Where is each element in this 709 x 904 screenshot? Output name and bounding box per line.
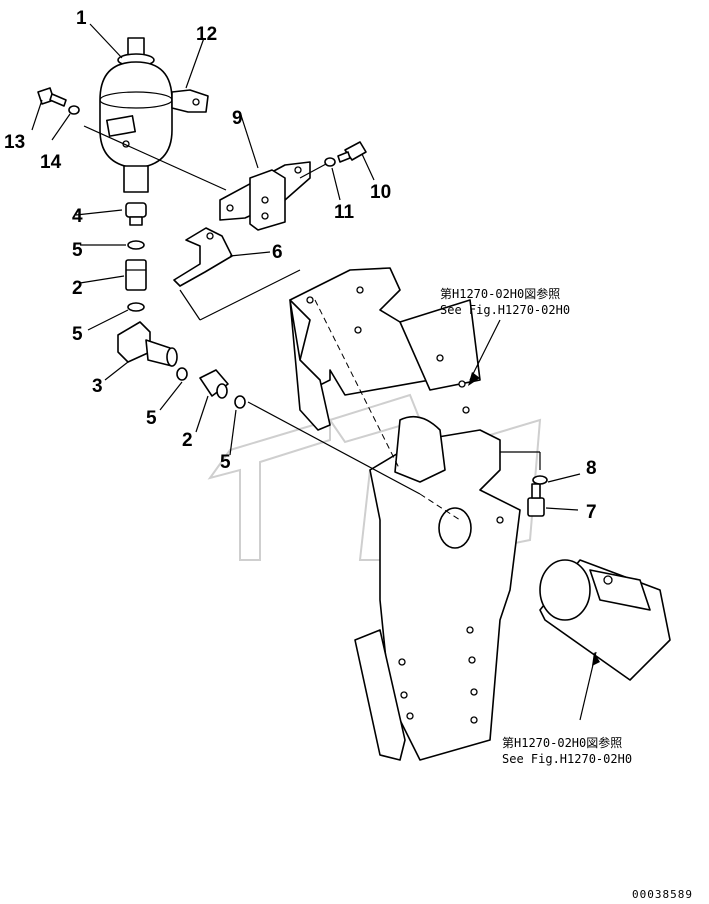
adapter-2b-part bbox=[199, 369, 229, 399]
accumulator-part bbox=[99, 37, 173, 193]
reference-note-upper-jp: 第H1270-02H0図参照 bbox=[440, 286, 560, 301]
leader-lines bbox=[31, 23, 597, 721]
reference-arrows bbox=[468, 372, 600, 666]
bolt-13-part bbox=[37, 87, 67, 107]
mounting-bracket-part bbox=[219, 161, 311, 231]
callout-9: 9 bbox=[232, 108, 243, 129]
callout-2-upper: 2 bbox=[72, 278, 83, 299]
callout-11: 11 bbox=[334, 202, 355, 223]
washer-14-part bbox=[68, 105, 80, 115]
plug-4-part bbox=[125, 202, 147, 226]
adapter-2a-part bbox=[125, 259, 147, 291]
hose-clamp-part bbox=[173, 227, 233, 287]
o-ring-5d bbox=[234, 395, 246, 409]
elbow-3-part bbox=[117, 321, 178, 367]
callout-3: 3 bbox=[92, 376, 103, 397]
callout-1: 1 bbox=[76, 8, 87, 29]
callout-5-c: 5 bbox=[146, 408, 157, 429]
bolt-7-part bbox=[527, 483, 545, 517]
callout-12: 12 bbox=[196, 24, 217, 45]
o-ring-5b bbox=[127, 302, 145, 312]
callout-2-lower: 2 bbox=[182, 430, 193, 451]
callout-13: 13 bbox=[4, 132, 25, 153]
callout-10: 10 bbox=[370, 182, 391, 203]
callout-6: 6 bbox=[272, 242, 283, 263]
bolt-10-part bbox=[337, 141, 367, 163]
callout-5-d: 5 bbox=[220, 452, 231, 473]
washer-11-part bbox=[324, 157, 336, 167]
callout-7: 7 bbox=[586, 502, 597, 523]
callout-8: 8 bbox=[586, 458, 597, 479]
valve-assembly bbox=[539, 559, 671, 681]
callout-5-a: 5 bbox=[72, 240, 83, 261]
callout-4: 4 bbox=[72, 206, 83, 227]
o-ring-5c bbox=[176, 367, 188, 381]
callout-5-b: 5 bbox=[72, 324, 83, 345]
document-number: 00038589 bbox=[632, 888, 693, 901]
callout-14: 14 bbox=[40, 152, 62, 173]
reference-note-lower-jp: 第H1270-02H0図参照 bbox=[502, 735, 622, 750]
washer-8-part bbox=[532, 475, 548, 485]
o-ring-5a bbox=[127, 240, 145, 250]
reference-note-upper-en: See Fig.H1270-02H0 bbox=[440, 303, 570, 317]
main-support-frame bbox=[354, 415, 521, 761]
reference-note-lower-en: See Fig.H1270-02H0 bbox=[502, 752, 632, 766]
upper-frame-bracket bbox=[289, 267, 481, 431]
clamp-bracket-part bbox=[171, 89, 209, 113]
